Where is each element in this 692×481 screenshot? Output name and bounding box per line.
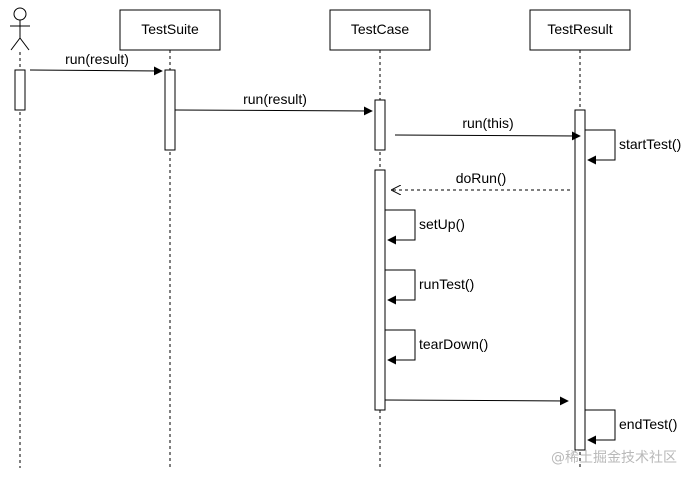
testresult-activation <box>574 109 586 451</box>
testcase-activation-2 <box>374 169 386 411</box>
message-label: setUp() <box>419 216 465 232</box>
message-m7: runTest() <box>385 269 474 305</box>
message-m9 <box>384 396 569 406</box>
activations <box>14 69 586 451</box>
actor-icon <box>10 7 30 51</box>
testcase-activation-1 <box>374 99 386 151</box>
message-label: run(result) <box>243 91 307 107</box>
participant-testsuite: TestSuite <box>119 9 221 51</box>
participant-label: TestResult <box>547 21 612 37</box>
message-label: startTest() <box>619 136 681 152</box>
message-label: endTest() <box>619 416 677 432</box>
message-m4: startTest() <box>585 129 681 165</box>
actor-activation <box>14 69 26 111</box>
watermark-text: @稀土掘金技术社区 <box>551 450 677 466</box>
participant-testcase: TestCase <box>329 9 431 51</box>
message-m10: endTest() <box>585 409 677 445</box>
message-m6: setUp() <box>385 209 465 245</box>
lifelines <box>19 50 581 468</box>
participant-label: TestSuite <box>141 21 199 37</box>
message-label: doRun() <box>456 170 507 186</box>
message-label: run(this) <box>462 115 513 131</box>
message-m1: run(result) <box>29 51 163 76</box>
participant-label: TestCase <box>351 21 410 37</box>
message-label: runTest() <box>419 276 474 292</box>
participant-testresult: TestResult <box>529 9 631 51</box>
testsuite-activation <box>164 69 176 151</box>
message-label: run(result) <box>65 51 129 67</box>
message-m3: run(this) <box>394 115 581 141</box>
message-m8: tearDown() <box>385 329 488 365</box>
message-m2: run(result) <box>174 91 373 116</box>
message-m5: doRun() <box>392 170 570 190</box>
message-label: tearDown() <box>419 336 488 352</box>
